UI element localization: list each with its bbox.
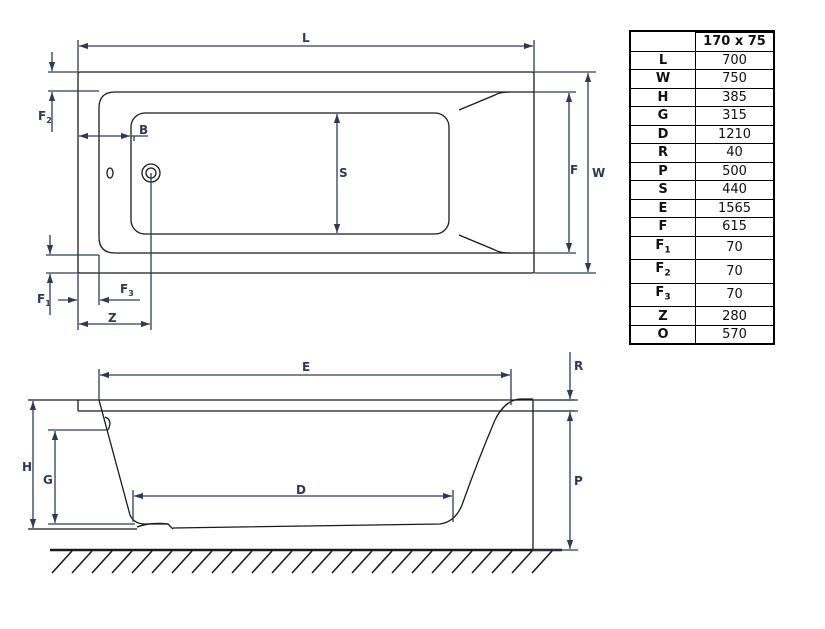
side-view-labels: E D H G R P (22, 359, 583, 497)
top-view (77, 71, 535, 274)
label-H: H (22, 460, 32, 474)
table-header-row: 170 x 75 (631, 31, 774, 52)
label-B: B (139, 123, 148, 137)
size-header: 170 x 75 (695, 31, 774, 52)
label-S: S (339, 166, 348, 180)
label-E: E (302, 360, 310, 374)
top-view-labels: L W F S B Z F2 F1 F3 (37, 31, 605, 325)
tub-inner-left-edge (98, 91, 116, 254)
label-F3: F3 (120, 282, 134, 298)
floor-hatch (50, 548, 562, 574)
label-P: P (574, 474, 583, 488)
label-L: L (302, 31, 310, 45)
side-view-dimensions (29, 352, 578, 551)
side-view (28, 398, 575, 550)
label-W: W (592, 166, 605, 180)
overflow-icon (106, 167, 114, 179)
tub-rim-outline (77, 71, 535, 274)
top-view-dimensions (46, 40, 596, 330)
label-D: D (296, 483, 306, 497)
label-F2: F2 (38, 109, 52, 125)
label-F: F (570, 163, 578, 177)
tub-floor-outline (130, 112, 450, 235)
label-G: G (43, 473, 53, 487)
label-R: R (574, 359, 583, 373)
label-F1: F1 (37, 292, 51, 308)
label-Z: Z (108, 311, 117, 325)
